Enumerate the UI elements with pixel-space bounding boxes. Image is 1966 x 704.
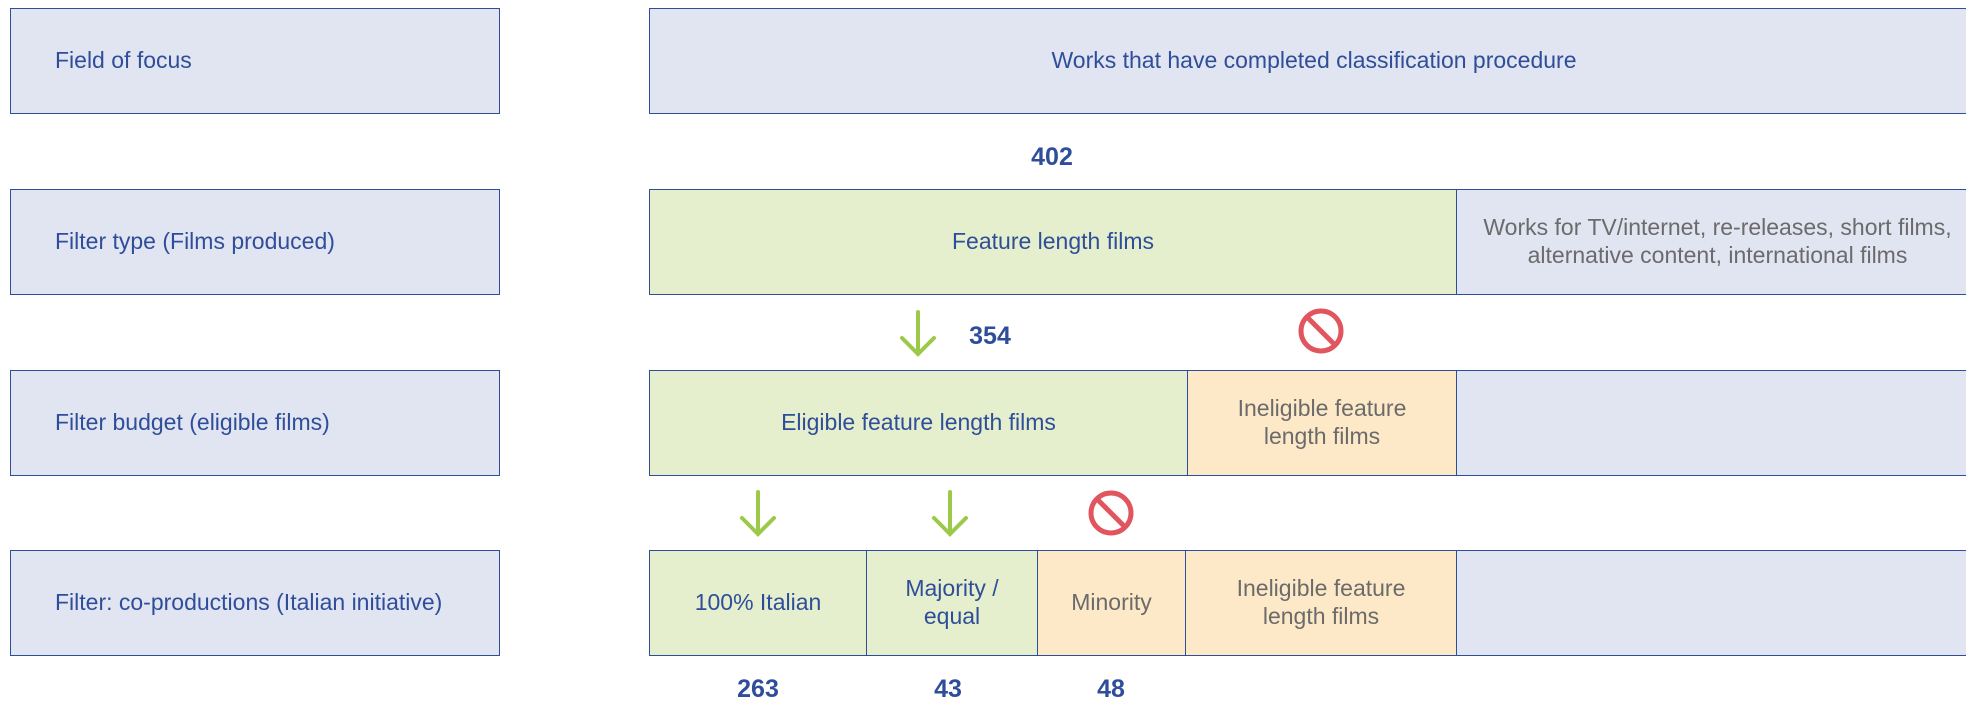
italian-box: 100% Italian: [649, 550, 867, 656]
ineligible-feature-box: Ineligible feature length films: [1187, 370, 1457, 476]
italian-label: 100% Italian: [694, 589, 822, 616]
row-label-filter-type: Filter type (Films produced): [10, 189, 500, 295]
down-arrow-icon: [740, 490, 776, 537]
prohibited-icon: [1298, 308, 1344, 354]
feature-length-box: Feature length films: [649, 189, 1457, 295]
row-label-co-productions: Filter: co-productions (Italian initiati…: [10, 550, 500, 656]
majority-box: Majority / equal: [866, 550, 1038, 656]
completed-works-label: Works that have completed classification…: [1051, 47, 1577, 74]
minority-label: Minority: [1071, 589, 1152, 616]
completed-works-box: Works that have completed classification…: [649, 8, 1966, 114]
minority-box: Minority: [1037, 550, 1186, 656]
count-eligible: 354: [969, 322, 1011, 350]
down-arrow-icon: [932, 490, 968, 537]
row-label-text: Filter: co-productions (Italian initiati…: [55, 589, 443, 616]
empty-row4-box: [1456, 550, 1966, 656]
other-works-box: Works for TV/internet, re-releases, shor…: [1456, 189, 1966, 295]
ineligible-feature-label: Ineligible feature length films: [1237, 395, 1407, 449]
row-label-text: Filter type (Films produced): [55, 228, 335, 255]
count-majority: 43: [934, 675, 962, 703]
row-label-text: Filter budget (eligible films): [55, 409, 330, 436]
other-works-label: Works for TV/internet, re-releases, shor…: [1483, 214, 1952, 268]
row-label-field-of-focus: Field of focus: [10, 8, 500, 114]
row-label-text: Field of focus: [55, 47, 192, 74]
count-italian: 263: [737, 675, 779, 703]
prohibited-icon: [1088, 490, 1134, 536]
count-minority: 48: [1097, 675, 1125, 703]
eligible-feature-box: Eligible feature length films: [649, 370, 1188, 476]
eligible-feature-label: Eligible feature length films: [781, 409, 1056, 436]
majority-label: Majority / equal: [905, 575, 999, 629]
down-arrow-icon: [900, 310, 936, 357]
ineligible-feature-box-row4: Ineligible feature length films: [1185, 550, 1457, 656]
row-label-filter-budget: Filter budget (eligible films): [10, 370, 500, 476]
empty-row3-box: [1456, 370, 1966, 476]
feature-length-label: Feature length films: [952, 228, 1154, 255]
ineligible-feature-label-row4: Ineligible feature length films: [1236, 575, 1406, 629]
count-total: 402: [1031, 143, 1073, 171]
